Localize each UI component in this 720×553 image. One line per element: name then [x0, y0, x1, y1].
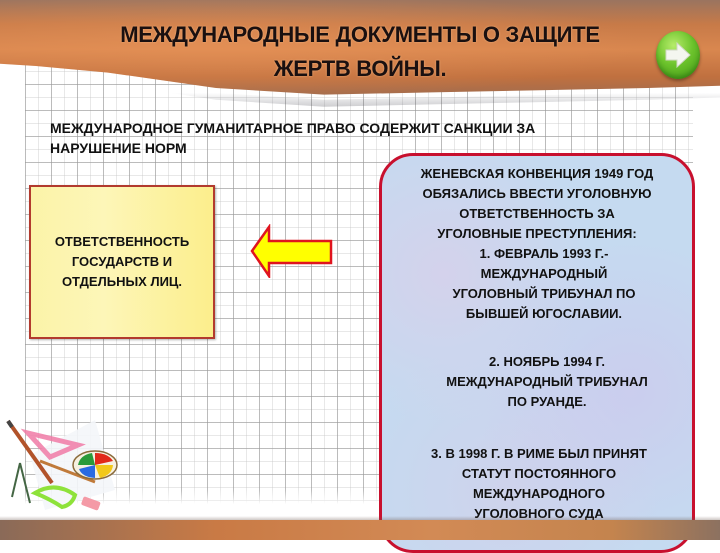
responsibility-box: ОТВЕТСТВЕННОСТЬ ГОСУДАРСТВ И ОТДЕЛЬНЫХ Л… — [29, 185, 215, 339]
convention-box: ЖЕНЕВСКАЯ КОНВЕНЦИЯ 1949 ГОД ОБЯЗАЛИСЬ В… — [379, 153, 695, 553]
stationery-illustration — [6, 419, 118, 511]
intro-line2: НАРУШЕНИЕ НОРМ — [50, 140, 187, 156]
slide-title-line2: ЖЕРТВ ВОЙНЫ. — [273, 56, 447, 81]
responsibility-text: ОТВЕТСТВЕННОСТЬ ГОСУДАРСТВ И ОТДЕЛЬНЫХ Л… — [54, 234, 190, 289]
arrow-right-icon — [665, 41, 691, 69]
intro-line1: МЕЖДУНАРОДНОЕ ГУМАНИТАРНОЕ ПРАВО СОДЕРЖИ… — [50, 120, 536, 136]
slide-title: МЕЖДУНАРОДНЫЕ ДОКУМЕНТЫ О ЗАЩИТЕ ЖЕРТВ В… — [60, 18, 660, 86]
footer-shadow — [0, 516, 720, 522]
slide-title-line1: МЕЖДУНАРОДНЫЕ ДОКУМЕНТЫ О ЗАЩИТЕ — [120, 22, 600, 47]
arrow-left-icon — [250, 224, 333, 278]
intro-text: МЕЖДУНАРОДНОЕ ГУМАНИТАРНОЕ ПРАВО СОДЕРЖИ… — [50, 118, 610, 158]
next-slide-button[interactable] — [656, 31, 700, 79]
convention-heading: ЖЕНЕВСКАЯ КОНВЕНЦИЯ 1949 ГОД ОБЯЗАЛИСЬ В… — [420, 166, 654, 241]
convention-item-1: 1. ФЕВРАЛЬ 1993 Г.- МЕЖДУНАРОДНЫЙ УГОЛОВ… — [452, 246, 636, 321]
convention-item-2: 2. НОЯБРЬ 1994 Г. МЕЖДУНАРОДНЫЙ ТРИБУНАЛ… — [446, 354, 648, 409]
footer-band — [0, 520, 720, 540]
convention-item-3: 3. В 1998 Г. В РИМЕ БЫЛ ПРИНЯТ СТАТУТ ПО… — [431, 446, 647, 521]
